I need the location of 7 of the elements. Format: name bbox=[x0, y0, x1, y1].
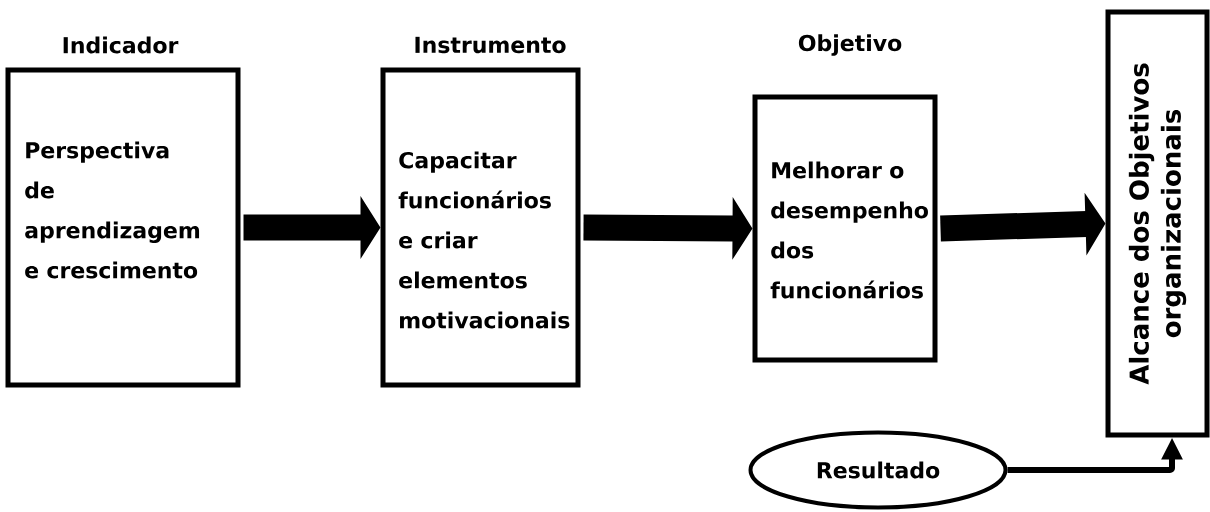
heading: Instrumento bbox=[415, 36, 566, 54]
heading: Objetivo bbox=[798, 34, 902, 56]
box-text: Melhorar o desempenho dos funcionários bbox=[770, 161, 928, 299]
box-text: Capacitar funcionários e criar elementos motivacionais bbox=[398, 151, 570, 329]
heading: Indicador bbox=[63, 36, 179, 54]
box-text: Perspectiva de aprendizagem e crescimento bbox=[25, 141, 200, 279]
rotated-text-box: Alcance dos Objetivos organizacionais bbox=[1105, 9, 1210, 438]
